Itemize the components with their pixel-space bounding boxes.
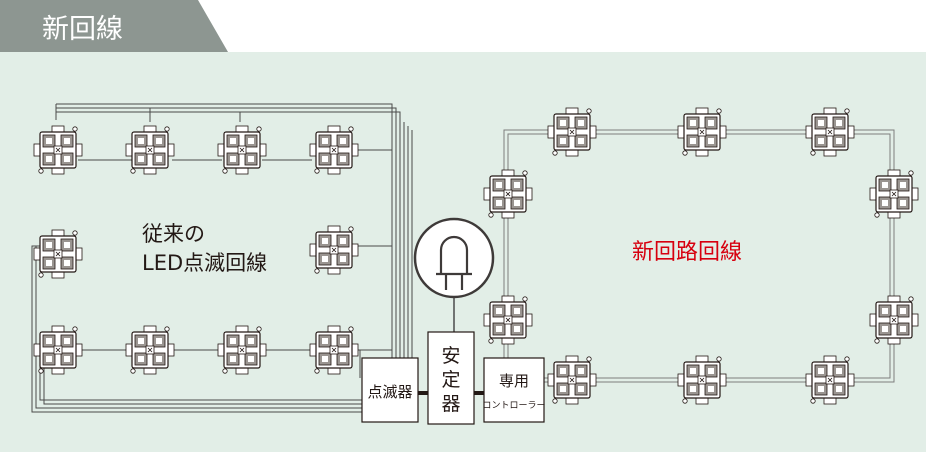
led-module-icon bbox=[309, 225, 359, 275]
connector bbox=[418, 391, 428, 395]
controller-label-1: 専用 bbox=[499, 372, 529, 390]
led-bulb-icon bbox=[413, 217, 495, 332]
header-title: 新回線 bbox=[42, 14, 123, 45]
led-module-icon bbox=[309, 325, 359, 375]
led-module-icon bbox=[805, 107, 855, 157]
led-module-icon bbox=[677, 355, 727, 405]
new-circuit-label: 新回路回線 bbox=[632, 240, 742, 265]
led-module-icon bbox=[125, 125, 175, 175]
led-module-icon bbox=[869, 169, 919, 219]
old-circuit-label-line1: 従来の bbox=[142, 222, 205, 246]
led-module-icon bbox=[309, 125, 359, 175]
led-module-icon bbox=[217, 325, 267, 375]
led-module-icon bbox=[33, 325, 83, 375]
stabilizer-label-3: 器 bbox=[441, 393, 460, 415]
connector bbox=[474, 391, 484, 395]
led-module-icon bbox=[483, 295, 533, 345]
led-module-icon bbox=[869, 295, 919, 345]
header-tab bbox=[0, 0, 228, 52]
led-module-icon bbox=[33, 125, 83, 175]
led-module-icon bbox=[805, 355, 855, 405]
controller-label-2: コントローラー bbox=[482, 400, 545, 411]
led-module-icon bbox=[217, 125, 267, 175]
led-module-icon bbox=[483, 169, 533, 219]
stabilizer-box bbox=[427, 331, 475, 425]
led-module-icon bbox=[547, 107, 597, 157]
controller-box bbox=[483, 357, 545, 423]
stabilizer-label-1: 安 bbox=[441, 345, 460, 367]
old-circuit-label-line2: LED点滅回線 bbox=[142, 251, 267, 275]
led-module-icon bbox=[677, 107, 727, 157]
old-circuit-wiring bbox=[31, 103, 413, 420]
blinker-label: 点滅器 bbox=[367, 383, 412, 401]
led-module-icon bbox=[33, 229, 83, 279]
led-module-icon bbox=[125, 325, 175, 375]
led-module-icon bbox=[547, 355, 597, 405]
blinker-box bbox=[361, 357, 419, 423]
stabilizer-label-2: 定 bbox=[441, 369, 460, 391]
